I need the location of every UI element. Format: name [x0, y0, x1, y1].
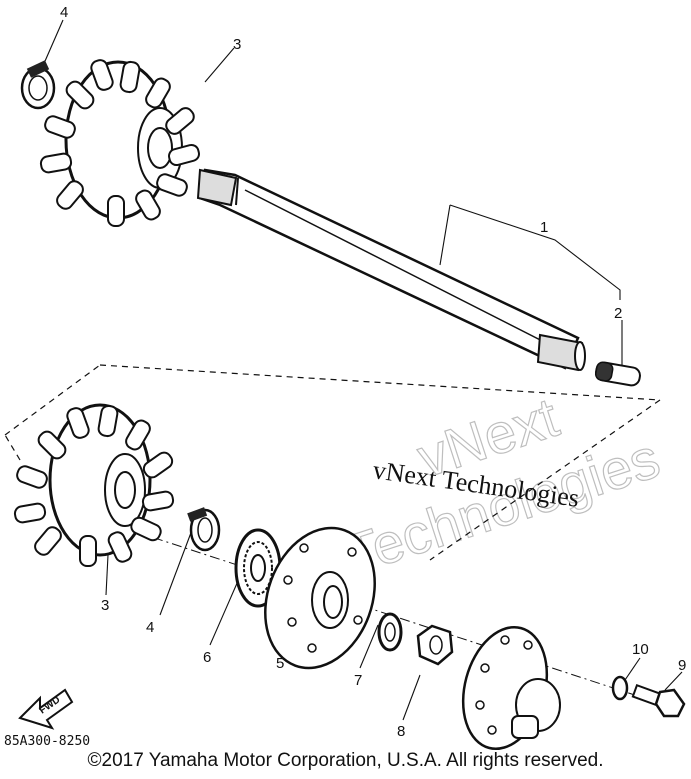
assembly-boundary-dashed	[4, 364, 661, 561]
callout-1: 1	[540, 219, 548, 236]
part-5-housing-plate	[264, 526, 376, 670]
part-3-sprocket-top	[39, 59, 200, 227]
callout-3-bottom: 3	[101, 597, 109, 614]
callout-10: 10	[632, 641, 649, 658]
part-1-drive-shaft	[196, 168, 586, 372]
callout-7: 7	[354, 672, 362, 689]
flange-housing	[461, 625, 561, 751]
part-10-washer	[611, 675, 629, 701]
callout-6: 6	[203, 649, 211, 666]
callout-8: 8	[397, 723, 405, 740]
leader-lines	[41, 19, 683, 721]
part-4-clamp-top	[20, 60, 56, 110]
part-7-washer	[377, 612, 403, 652]
callout-4-top: 4	[60, 4, 68, 21]
callout-2: 2	[614, 305, 622, 322]
diagram-code: 85A300-8250	[4, 734, 90, 749]
part-9-bolt	[631, 683, 686, 718]
assembly-centerline	[114, 524, 651, 701]
part-3-sprocket-bottom	[13, 403, 175, 567]
part-2-pin	[594, 361, 641, 387]
callout-9: 9	[678, 657, 686, 674]
callout-3-top: 3	[233, 36, 241, 53]
forward-arrow-icon: FWD	[18, 688, 74, 730]
part-8-nut	[416, 624, 454, 666]
copyright-notice: ©2017 Yamaha Motor Corporation, U.S.A. A…	[87, 750, 604, 771]
callout-numbers: 4 3 1 2 3 4 6 5 7 8 10 9	[60, 4, 686, 740]
callout-4-bottom: 4	[146, 619, 154, 636]
callout-5: 5	[276, 655, 284, 672]
part-4-clamp-bottom	[187, 507, 221, 552]
